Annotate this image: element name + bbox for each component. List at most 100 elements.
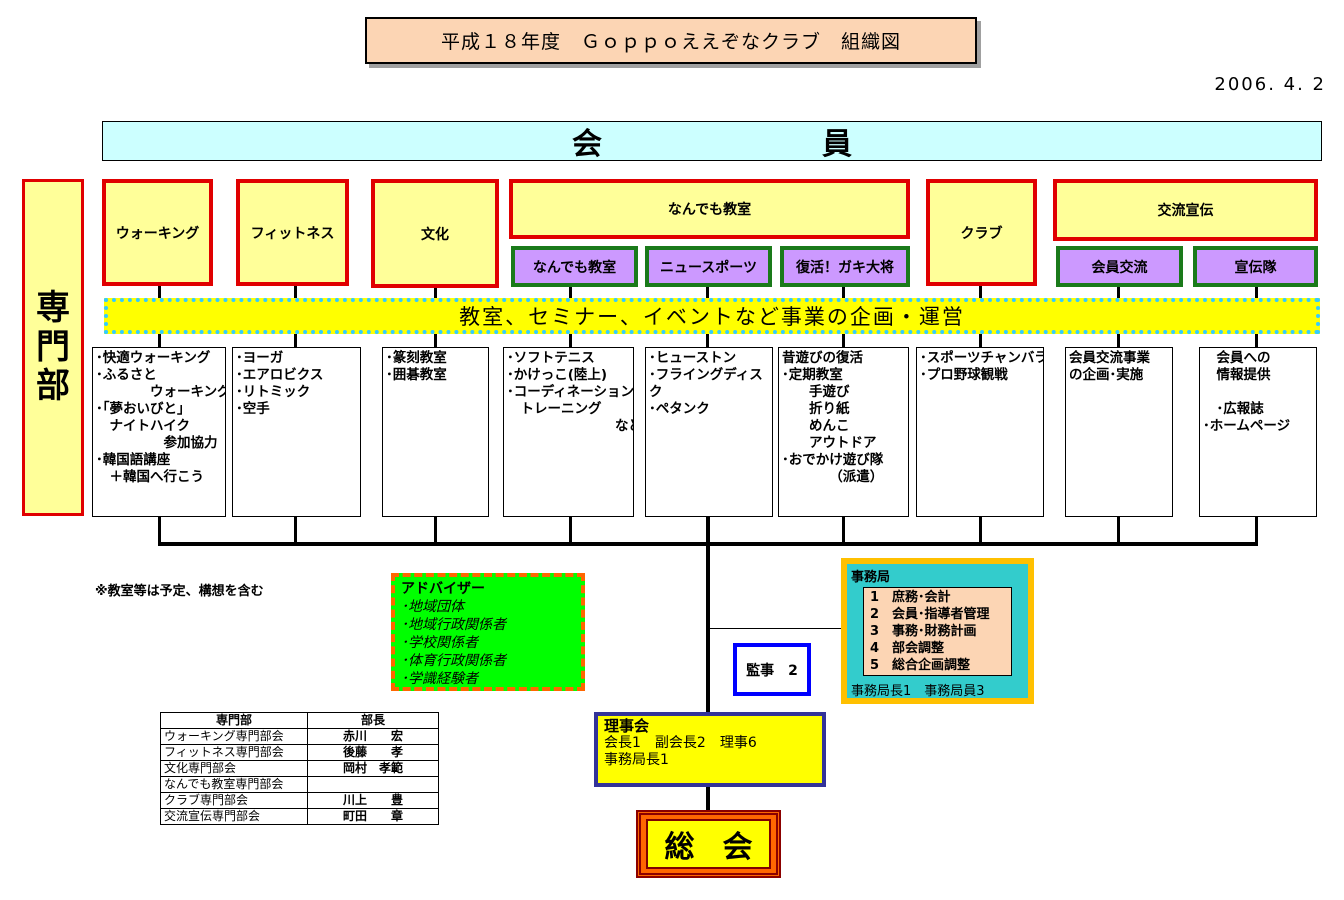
connector xyxy=(294,286,297,300)
dept-bunka: 文化 xyxy=(371,179,499,288)
secretariat-item: 1 庶務･会計 xyxy=(870,590,951,605)
activity-news: ･ヒューストン ･フライングディス ク ･ペタンク xyxy=(645,347,773,517)
dept-fitness: フィットネス xyxy=(236,179,349,286)
sub-nandemo-kyoushitsu: なんでも教室 xyxy=(511,246,638,287)
table-cell: 文化専門部会 xyxy=(160,760,308,777)
table-cell: なんでも教室専門部会 xyxy=(160,776,308,793)
activity-kouryuu: 会員交流事業 の企画･実施 xyxy=(1065,347,1173,517)
connector xyxy=(1117,287,1120,300)
senmon-label: 専 門 部 xyxy=(22,179,84,516)
connector xyxy=(979,286,982,300)
connector xyxy=(1255,334,1258,348)
activity-fitness: ･ヨーガ ･エアロビクス ･リトミック ･空手 xyxy=(232,347,361,517)
connector xyxy=(1117,516,1120,544)
connector xyxy=(158,516,161,544)
table-cell: 町田 章 xyxy=(307,808,439,825)
activity-gaki: 昔遊びの復活 ･定期教室 手遊び 折り紙 めんこ アウトドア ･おでかけ遊び隊 … xyxy=(778,347,909,517)
activity-senden: 会員への 情報提供 ･広報誌 ･ホームページ xyxy=(1199,347,1317,517)
chart-date: 2006. 4. 2 xyxy=(1214,74,1326,95)
connector xyxy=(979,334,982,348)
general-assembly-inner: 総 会 xyxy=(646,819,771,869)
chart-title: 平成１８年度 Ｇｏｐｐｏええぞなクラブ 組織図 xyxy=(365,17,977,64)
department-heads-table: 専門部 部長 ウォーキング専門部会 赤川 宏 フィットネス専門部会 後藤 孝 文… xyxy=(160,712,439,825)
board-line: 会長1 副会長2 理事6 xyxy=(604,735,757,751)
secretariat-item: 3 事務･財務計画 xyxy=(870,624,977,639)
table-row: フィットネス専門部会 後藤 孝 xyxy=(160,744,439,761)
table-cell: 川上 豊 xyxy=(307,792,439,809)
trunk-line-lower xyxy=(706,786,710,812)
secretariat-heading: 事務局 xyxy=(851,570,891,585)
dept-kouryuu: 交流宣伝 xyxy=(1053,179,1318,241)
dept-club: クラブ xyxy=(926,179,1037,286)
table-row: 交流宣伝専門部会 町田 章 xyxy=(160,808,439,825)
connector xyxy=(158,286,161,300)
activity-bunka: ･篆刻教室 ･囲碁教室 xyxy=(382,347,489,517)
sub-news-sports: ニュースポーツ xyxy=(645,246,772,287)
general-assembly-char: 会 xyxy=(722,830,753,865)
sub-gaki-taishou: 復活！ガキ大将 xyxy=(780,246,910,287)
connector xyxy=(434,334,437,348)
advisor-item: ･地域団体 xyxy=(401,599,464,615)
sub-senden-tai: 宣伝隊 xyxy=(1193,246,1318,287)
connector xyxy=(569,287,572,300)
board-heading: 理事会 xyxy=(604,717,650,735)
advisor-item: ･学校関係者 xyxy=(401,635,478,651)
table-cell: フィットネス専門部会 xyxy=(160,744,308,761)
general-assembly-char: 総 xyxy=(664,830,695,865)
table-cell: ウォーキング専門部会 xyxy=(160,728,308,745)
table-row: ウォーキング専門部会 赤川 宏 xyxy=(160,728,439,745)
activity-club: ･スポーツチャンバラ ･プロ野球観戦 xyxy=(916,347,1044,517)
table-cell: 後藤 孝 xyxy=(307,744,439,761)
connector xyxy=(569,334,572,348)
connector xyxy=(294,334,297,348)
members-banner: 会 員 xyxy=(102,121,1322,162)
members-char: 員 xyxy=(822,127,852,162)
table-row: なんでも教室専門部会 xyxy=(160,776,439,793)
senmon-char: 門 xyxy=(36,326,70,367)
connector xyxy=(569,516,572,544)
secretariat-list: 1 庶務･会計 2 会員･指導者管理 3 事務･財務計画 4 部会調整 5 総合… xyxy=(863,587,1012,676)
table-header: 部長 xyxy=(307,712,439,729)
auditor-box: 監事 2 xyxy=(733,643,811,696)
board-box: 理事会 会長1 副会長2 理事6 事務局長1 xyxy=(594,712,826,787)
table-cell: 岡村 孝範 xyxy=(307,760,439,777)
senmon-char: 部 xyxy=(36,366,70,407)
connector xyxy=(434,516,437,544)
connector xyxy=(706,334,709,348)
dept-nandemo: なんでも教室 xyxy=(509,179,910,239)
secretariat-item: 2 会員･指導者管理 xyxy=(870,607,990,622)
connector xyxy=(294,516,297,544)
table-row: 文化専門部会 岡村 孝範 xyxy=(160,760,439,777)
connector xyxy=(1255,287,1258,300)
connector xyxy=(979,516,982,544)
advisor-box: アドバイザー ･地域団体 ･地域行政関係者 ･学校関係者 ･体育行政関係者 ･学… xyxy=(391,573,585,691)
advisor-heading: アドバイザー xyxy=(401,581,485,597)
table-cell xyxy=(307,776,439,793)
activity-nandemo: ･ソフトテニス ･かけっこ(陸上) ･コーディネーション トレーニング など xyxy=(503,347,634,517)
connector xyxy=(842,334,845,348)
advisor-item: ･体育行政関係者 xyxy=(401,653,506,669)
connector xyxy=(706,286,709,300)
table-cell: 赤川 宏 xyxy=(307,728,439,745)
jimukyoku-connector xyxy=(708,628,843,629)
advisor-item: ･学識経験者 xyxy=(401,671,478,687)
activity-walking: ･快適ウォーキング ･ふるさと ウォーキング ･｢夢おいびと｣ ナイトハイク 参… xyxy=(92,347,226,517)
table-header: 専門部 xyxy=(160,712,308,729)
table-header-row: 専門部 部長 xyxy=(160,712,439,729)
footnote: ※教室等は予定、構想を含む xyxy=(95,584,264,599)
dept-walking: ウォーキング xyxy=(102,179,213,286)
table-cell: クラブ専門部会 xyxy=(160,792,308,809)
table-row: クラブ専門部会 川上 豊 xyxy=(160,792,439,809)
board-line: 事務局長1 xyxy=(604,752,669,768)
connector xyxy=(1117,334,1120,348)
secretariat-item: 5 総合企画調整 xyxy=(870,658,971,673)
connector xyxy=(842,286,845,300)
connector xyxy=(1255,516,1258,544)
members-char: 会 xyxy=(572,127,602,162)
connector xyxy=(434,288,437,300)
connector xyxy=(158,334,161,348)
general-assembly-box: 総 会 xyxy=(636,810,781,878)
table-cell: 交流宣伝専門部会 xyxy=(160,808,308,825)
secretariat-footer: 事務局長1 事務局員3 xyxy=(851,684,985,699)
secretariat-item: 4 部会調整 xyxy=(870,641,945,656)
